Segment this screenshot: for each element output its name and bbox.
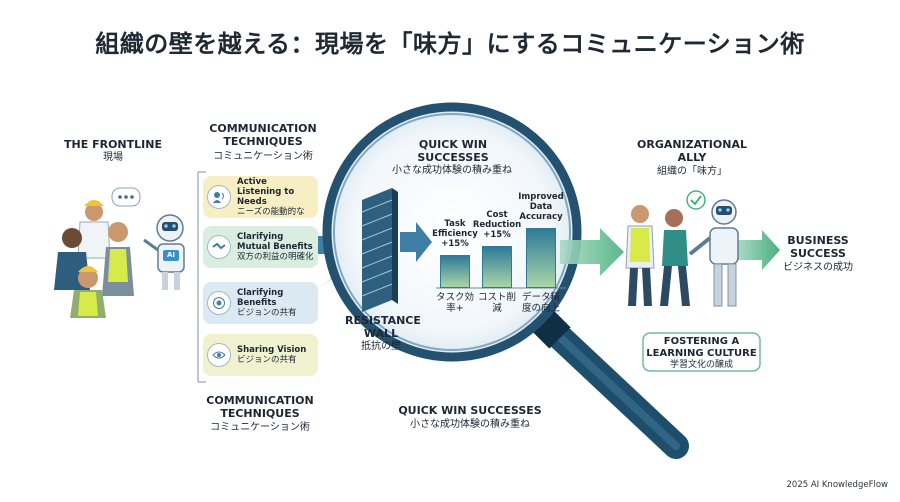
- ally-illustration: [625, 190, 739, 307]
- wall-arrow: [400, 222, 432, 262]
- success-arrow: [738, 230, 780, 270]
- frontline-subtitle: 現場: [103, 152, 123, 163]
- quick-win-title-top: QUICK WIN SUCCESSES: [417, 138, 489, 164]
- business-title: BUSINESS SUCCESS: [787, 234, 849, 260]
- quick-win-bar: [440, 255, 470, 288]
- ally-title: ORGANIZATIONAL ALLY: [637, 138, 747, 164]
- quick-win-bar-jp-label: データ精度の向上: [521, 292, 560, 314]
- techniques-title-bottom: COMMUNICATION TECHNIQUES: [206, 394, 314, 420]
- footer-credit: 2025 AI KnowledgeFlow: [786, 480, 889, 490]
- card-title: Clarifying Mutual Benefits: [237, 232, 313, 252]
- techniques-subtitle-top: コミュニケーション術: [213, 151, 313, 162]
- robot-badge: AI: [166, 251, 176, 259]
- quick-win-subtitle-top: 小さな成功体験の積み重ね: [392, 165, 512, 176]
- frontline-title: THE FRONTLINE: [64, 138, 162, 151]
- quick-win-bar-label: Task Efficiency +15%: [432, 219, 478, 249]
- listening-icon: [207, 185, 231, 209]
- learning-title: FOSTERING A LEARNING CULTURE: [646, 336, 757, 359]
- card-title: Sharing Vision: [237, 345, 307, 355]
- card-title: Active Listening to Needs: [237, 177, 295, 207]
- page-title: 組織の壁を越える：現場を「味方」にするコミュニケーション術: [95, 30, 805, 58]
- business-subtitle: ビジネスの成功: [783, 262, 853, 273]
- quick-win-bar-label: Cost Reduction +15%: [472, 210, 522, 240]
- learning-subtitle: 学習文化の醸成: [669, 360, 733, 370]
- techniques-subtitle-bottom: コミュニケーション術: [210, 422, 310, 433]
- wall-title: RESISTANCE WALL: [345, 314, 421, 340]
- ally-subtitle: 組織の「味方」: [657, 166, 727, 177]
- card-title: Clarifying Benefits: [237, 288, 284, 308]
- techniques-title-top: COMMUNICATION TECHNIQUES: [209, 122, 317, 148]
- eye-icon: [207, 343, 231, 367]
- card-subtitle: 双方の利益の明確化: [237, 252, 314, 262]
- frontline-workers-illustration: [54, 187, 185, 318]
- learning-culture-box: [642, 332, 761, 372]
- quick-win-title-bottom: QUICK WIN SUCCESSES: [398, 404, 542, 417]
- handshake-icon: [207, 235, 231, 259]
- quick-win-bar: [526, 228, 556, 288]
- resistance-wall-icon: [361, 188, 398, 312]
- target-icon: [207, 291, 231, 315]
- wall-subtitle: 抵抗の壁: [361, 341, 401, 352]
- quick-win-bar-jp-label: タスク効率+: [435, 292, 474, 314]
- quick-win-subtitle-bottom: 小さな成功体験の積み重ね: [410, 419, 530, 430]
- quick-win-bar: [482, 246, 512, 288]
- card-subtitle: ニーズの能動的な: [237, 207, 305, 217]
- card-subtitle: ビジョンの共有: [237, 308, 297, 318]
- quick-win-bar-jp-label: コスト削減: [477, 292, 516, 314]
- green-flow-arrow: [560, 228, 624, 276]
- card-subtitle: ビジョンの共有: [237, 355, 297, 365]
- quick-win-bar-label: Improved Data Accuracy: [518, 192, 564, 222]
